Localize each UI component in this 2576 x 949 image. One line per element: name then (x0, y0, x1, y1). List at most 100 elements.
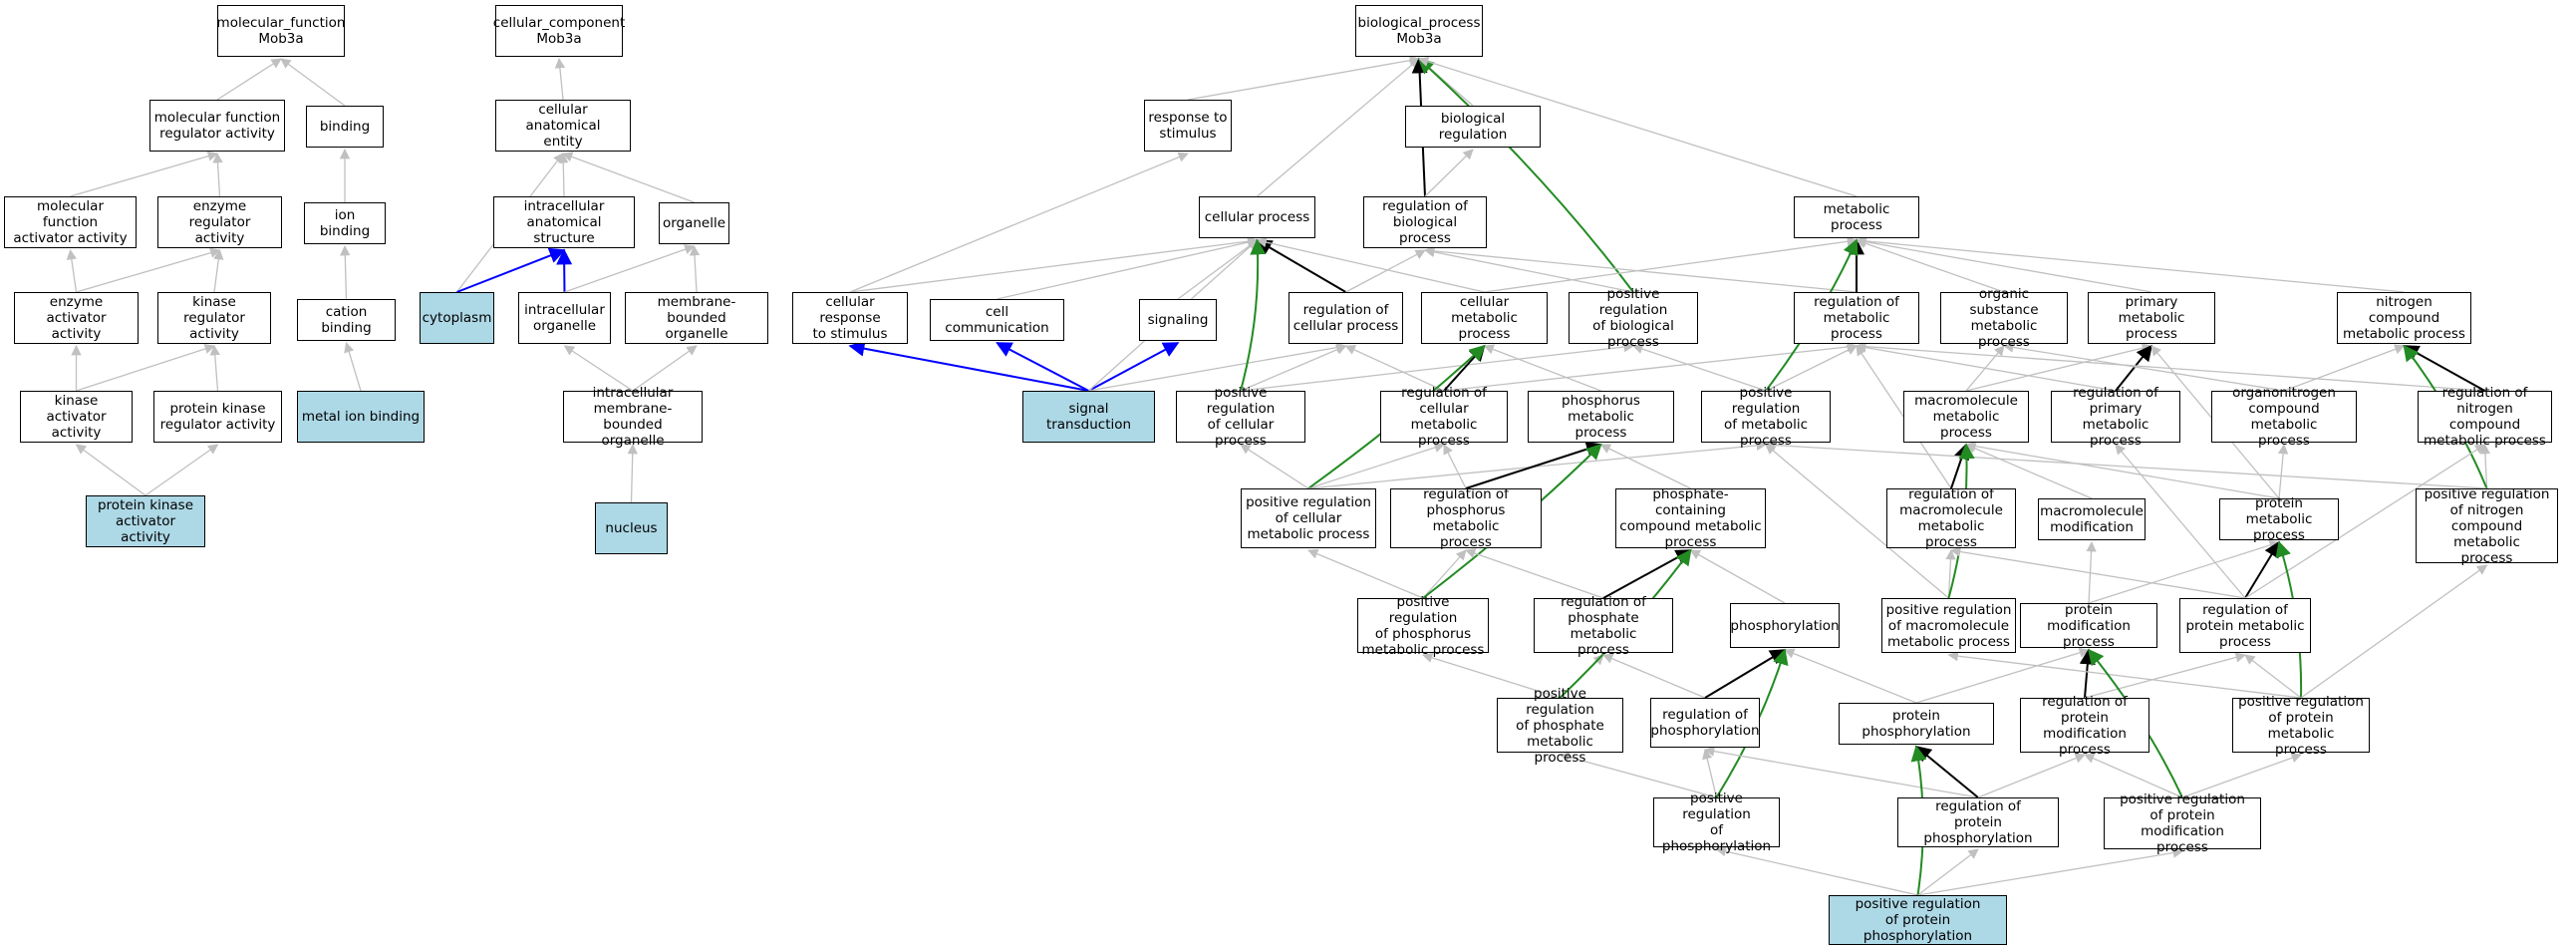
go-term-node[interactable]: positive regulation of phosphorylation (1653, 791, 1780, 854)
graph-edge-is-a (1465, 548, 1604, 599)
go-term-node[interactable]: regulation of nitrogen compound metaboli… (2418, 385, 2552, 449)
graph-edge-is-a (1855, 236, 2152, 293)
graph-edge-part-of (1088, 342, 1180, 392)
graph-edge-is-a (280, 58, 346, 107)
go-term-node[interactable]: kinase regulator activity (157, 292, 271, 344)
go-term-node[interactable]: positive regulation of metabolic process (1701, 385, 1831, 449)
go-term-node[interactable]: protein phosphorylation (1839, 703, 1994, 745)
go-term-node[interactable]: positive regulation of protein modificat… (2104, 791, 2261, 855)
graph-edge-is-a (1977, 753, 2086, 798)
go-term-node[interactable]: metal ion binding (297, 391, 425, 443)
go-term-node[interactable]: regulation of phosphorus metabolic proce… (1390, 486, 1542, 550)
graph-edge-is-a (849, 236, 1259, 293)
go-term-node[interactable]: positive regulation of biological proces… (1569, 286, 1698, 350)
go-term-node[interactable]: regulation of protein modification proce… (2020, 694, 2149, 758)
go-term-node[interactable]: intracellular anatomical structure (493, 196, 635, 248)
go-term-node[interactable]: positive regulation of macromolecule met… (1881, 598, 2016, 653)
graph-edge-is-a (563, 345, 634, 392)
go-term-node[interactable]: membrane-bounded organelle (625, 292, 768, 344)
go-term-node[interactable]: cation binding (297, 299, 396, 341)
graph-edge-is-a (1307, 442, 1445, 489)
go-term-node[interactable]: positive regulation of protein phosphory… (1829, 895, 2007, 945)
go-term-node[interactable]: protein kinase activator activity (86, 495, 205, 547)
go-term-node[interactable]: macromolecule modification (2038, 498, 2146, 540)
go-term-node[interactable]: regulation of metabolic process (1794, 292, 1919, 344)
go-term-node[interactable]: intracellular membrane-bounded organelle (563, 385, 703, 449)
graph-edge-is-a (75, 444, 146, 496)
go-term-node[interactable]: organelle (659, 202, 729, 244)
go-term-node[interactable]: positive regulation of phosphate metabol… (1497, 686, 1623, 766)
go-term-node[interactable]: regulation of protein phosphorylation (1897, 797, 2059, 847)
go-term-node[interactable]: molecular function activator activity (4, 196, 137, 248)
go-term-node[interactable]: positive regulation of protein metabolic… (2232, 694, 2370, 758)
go-term-node[interactable]: cell communication (930, 299, 1064, 341)
go-term-node[interactable]: cellular process (1199, 196, 1315, 238)
go-term-node[interactable]: enzyme regulator activity (157, 196, 282, 248)
graph-edge-is-a (1599, 444, 1691, 489)
go-term-node[interactable]: biological regulation (1405, 106, 1541, 148)
graph-edge-is-a (1422, 549, 1467, 599)
go-term-node[interactable]: macromolecule metabolic process (1903, 391, 2029, 443)
go-term-node[interactable]: organic substance metabolic process (1940, 286, 2068, 350)
go-term-node[interactable]: nucleus (595, 502, 668, 554)
graph-edge-is-a (997, 236, 1259, 300)
go-term-node[interactable]: enzyme activator activity (14, 292, 139, 344)
graph-edge-is-a (2084, 652, 2247, 699)
graph-edge-is-a (1917, 848, 1979, 896)
go-term-node[interactable]: signal transduction (1022, 391, 1155, 443)
graph-edge-is-a (1965, 443, 2093, 499)
graph-edge-regulates (1256, 239, 1347, 293)
go-term-node[interactable]: protein metabolic process (2219, 495, 2339, 543)
go-term-node[interactable]: regulation of cellular process (1288, 292, 1403, 344)
go-term-node[interactable]: nitrogen compound metabolic process (2337, 292, 2471, 344)
graph-edge-is-a (1422, 652, 1561, 699)
go-term-node[interactable]: protein modification process (2020, 602, 2157, 650)
graph-edge-is-a (1418, 56, 1858, 197)
go-term-node[interactable]: positive regulation of cellular process (1176, 385, 1305, 449)
graph-edge-part-of (848, 340, 1089, 392)
go-term-node[interactable]: regulation of cellular metabolic process (1380, 385, 1508, 449)
graph-edge-is-a (1177, 239, 1259, 300)
graph-edge-is-a (1689, 549, 1786, 604)
graph-edge-is-a (689, 244, 701, 293)
graph-edge-is-a (344, 342, 362, 392)
go-term-node[interactable]: protein kinase regulator activity (153, 391, 282, 443)
go-term-node[interactable]: phosphorylation (1730, 603, 1840, 648)
go-term-node[interactable]: ion binding (304, 202, 386, 244)
graph-edge-is-a (1307, 548, 1424, 599)
go-term-node[interactable]: metabolic process (1794, 196, 1919, 238)
go-term-node[interactable]: cellular anatomical entity (495, 100, 631, 152)
go-term-node[interactable]: phosphate-containing compound metabolic … (1615, 486, 1766, 550)
go-term-node[interactable]: regulation of phosphate metabolic proces… (1534, 594, 1673, 658)
go-term-node[interactable]: positive regulation of phosphorus metabo… (1357, 594, 1489, 658)
go-term-node[interactable]: positive regulation of cellular metaboli… (1241, 488, 1376, 548)
go-term-node[interactable]: intracellular organelle (518, 292, 611, 344)
graph-edge-is-a (1949, 546, 2246, 599)
go-term-node[interactable]: cellular metabolic process (1421, 292, 1548, 344)
graph-edge-is-a (1947, 650, 2302, 699)
go-term-node[interactable]: cytoplasm (420, 292, 494, 344)
go-term-node[interactable]: kinase activator activity (20, 391, 133, 443)
go-term-node[interactable]: regulation of protein metabolic process (2179, 598, 2311, 653)
go-term-node[interactable]: molecular_function Mob3a (217, 5, 345, 57)
graph-edge-is-a (1423, 245, 1858, 293)
go-term-node[interactable]: signaling (1139, 299, 1217, 341)
go-term-node[interactable]: cellular response to stimulus (792, 292, 908, 344)
go-term-node[interactable]: molecular function regulator activity (149, 100, 285, 152)
go-term-node[interactable]: regulation of primary metabolic process (2051, 385, 2180, 449)
go-term-node[interactable]: primary metabolic process (2088, 292, 2215, 344)
graph-edge-is-a (2277, 443, 2289, 499)
go-term-node[interactable]: biological_process Mob3a (1355, 5, 1483, 57)
go-term-node[interactable]: cellular_component Mob3a (493, 5, 625, 57)
go-term-node[interactable]: regulation of phosphorylation (1650, 698, 1760, 748)
go-term-node[interactable]: regulation of macromolecule metabolic pr… (1886, 486, 2016, 550)
go-term-node[interactable]: binding (306, 106, 384, 148)
go-term-node[interactable]: positive regulation of nitrogen compound… (2416, 486, 2558, 566)
graph-edge-is-a (1257, 58, 1420, 197)
graph-edge-is-a (1187, 55, 1421, 101)
go-term-node[interactable]: organonitrogen compound metabolic proces… (2211, 385, 2357, 449)
go-term-node[interactable]: response to stimulus (1144, 100, 1232, 152)
go-term-node[interactable]: phosphorus metabolic process (1528, 391, 1674, 443)
go-term-node[interactable]: regulation of biological process (1363, 196, 1487, 248)
